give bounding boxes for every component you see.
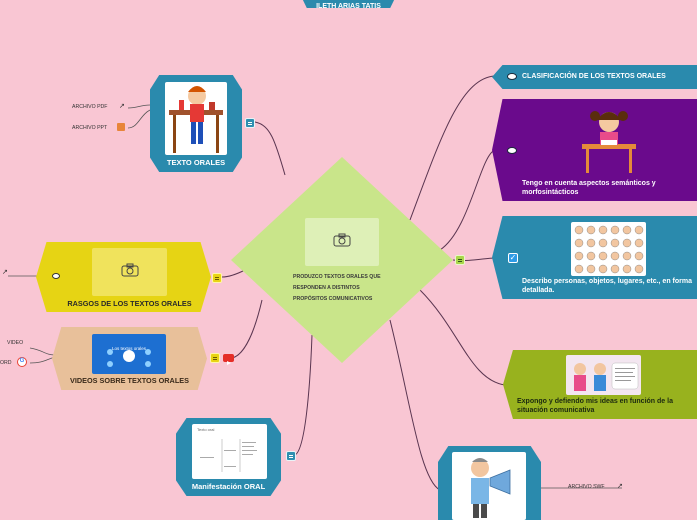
archivo-ppt-link[interactable]: ARCHIVO PPT xyxy=(72,125,108,131)
eye-icon[interactable] xyxy=(507,147,517,154)
tengo-image xyxy=(578,104,640,174)
videos-image: Los textos orales xyxy=(92,334,166,374)
clasificacion-label: CLASIFICACIÓN DE LOS TEXTOS ORALES xyxy=(522,73,666,80)
ppt-file-icon[interactable] xyxy=(117,123,125,131)
bottom-right-image xyxy=(452,452,526,520)
google-icon[interactable]: G xyxy=(17,357,27,367)
clasificacion-node[interactable] xyxy=(492,65,697,89)
camera-icon xyxy=(333,233,351,252)
eye-icon[interactable] xyxy=(52,273,60,279)
video-link[interactable]: VIDEO xyxy=(7,340,24,346)
videos-note-icon[interactable] xyxy=(210,353,220,363)
top-title-node[interactable]: ILETH ARIAS TATIS xyxy=(300,0,397,8)
rasgos-note-icon[interactable] xyxy=(212,273,222,283)
external-link-icon[interactable]: ↗ xyxy=(119,103,125,110)
youtube-icon[interactable] xyxy=(223,354,234,365)
top-title-label: ILETH ARIAS TATIS xyxy=(316,3,381,10)
central-image-placeholder xyxy=(305,218,379,266)
archivo-swf-link[interactable]: ARCHIVO SWF xyxy=(568,484,605,490)
expongo-label: Expongo y defiendo mis ideas en función … xyxy=(517,398,673,414)
manifestacion-image-caption: Texto oral xyxy=(197,427,215,432)
archivo-pdf-link[interactable]: ARCHIVO PDF xyxy=(72,104,108,110)
eye-icon[interactable] xyxy=(507,73,517,80)
ord-link[interactable]: ORD xyxy=(0,360,12,366)
rasgos-image-placeholder xyxy=(92,248,167,296)
manifestacion-image: Texto oral xyxy=(192,424,267,479)
manifestacion-note-icon[interactable] xyxy=(286,451,296,461)
manifestacion-label: Manifestación ORAL xyxy=(191,482,266,491)
texto-orales-image xyxy=(165,82,227,155)
rasgos-label: RASGOS DE LOS TEXTOS ORALES xyxy=(67,299,192,308)
external-link-icon[interactable]: ↗ xyxy=(2,269,8,276)
central-label: PRODUZCO TEXTOS ORALES QUE RESPONDEN A D… xyxy=(293,274,381,302)
expongo-image xyxy=(566,355,641,395)
videos-label: VIDEOS SOBRE TEXTOS ORALES xyxy=(69,376,190,385)
describo-label: Describo personas, objetos, lugares, etc… xyxy=(522,278,692,294)
camera-icon xyxy=(121,263,139,282)
texto-orales-label: TEXTO ORALES xyxy=(166,158,226,167)
central-note-icon[interactable] xyxy=(455,255,465,265)
tengo-label: Tengo en cuenta aspectos semánticos y mo… xyxy=(522,180,656,196)
external-link-icon[interactable]: ↗ xyxy=(617,483,623,490)
videos-image-caption: Los textos orales xyxy=(111,346,147,351)
describo-image xyxy=(571,222,646,276)
checkbox-icon[interactable]: ✓ xyxy=(508,253,518,263)
texto-orales-note-icon[interactable] xyxy=(245,118,255,128)
